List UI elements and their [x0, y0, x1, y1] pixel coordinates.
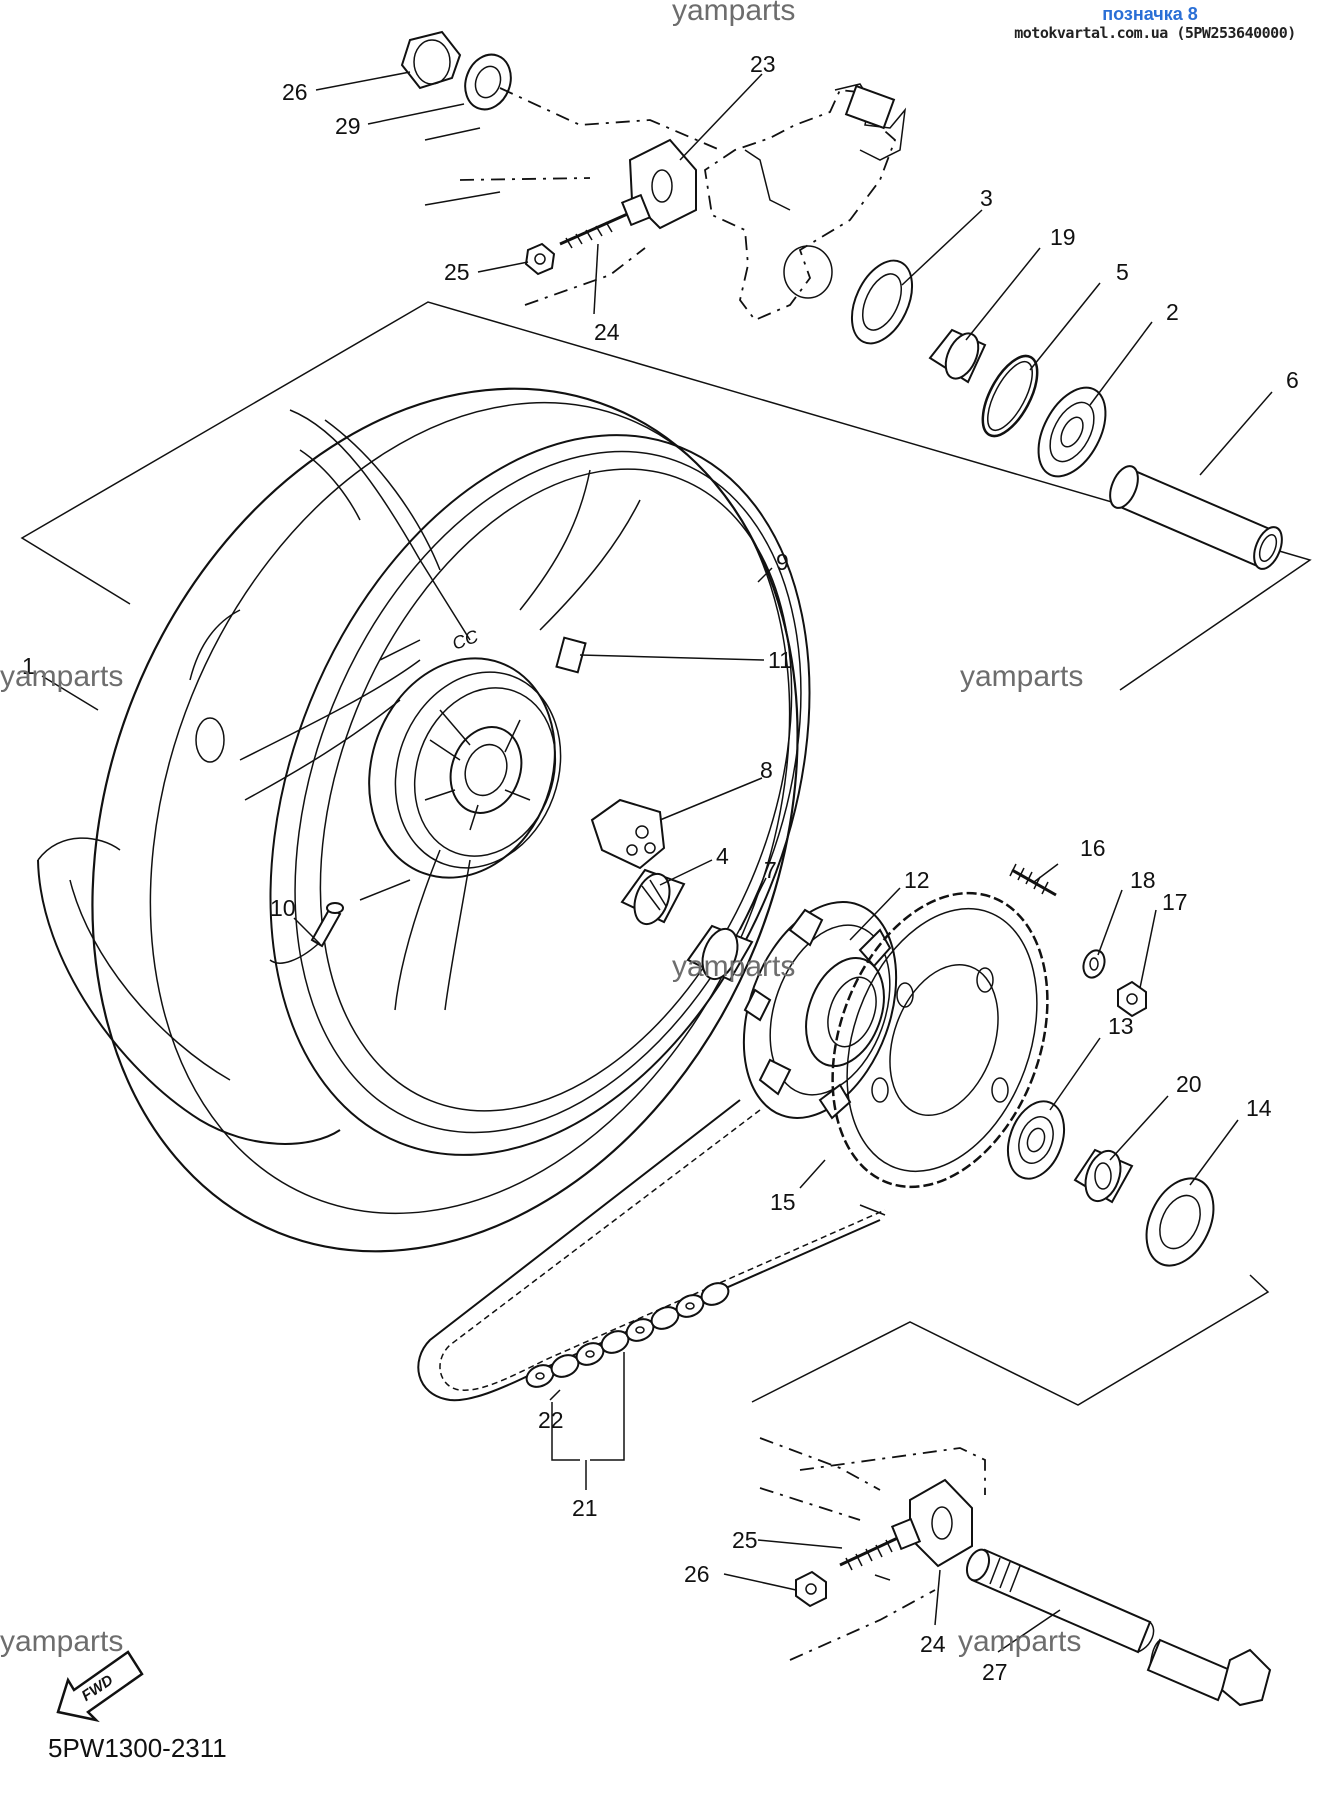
part-11-balance-weight: [555, 636, 587, 674]
part-22-chain-joint: [525, 1282, 730, 1388]
part-3-oil-seal: [850, 259, 914, 345]
callout-1: 1: [22, 653, 35, 679]
callout-2: 2: [1166, 299, 1179, 325]
part-25-bolt-lower: [839, 1517, 922, 1571]
callout-24: 24: [920, 1631, 946, 1657]
watermark: yamparts: [672, 950, 796, 983]
callout-13: 13: [1108, 1013, 1134, 1039]
wheel-marking: CC: [450, 626, 482, 654]
watermark: yamparts: [0, 660, 124, 693]
callout-3: 3: [980, 185, 993, 211]
callout-28: 26: [282, 79, 308, 105]
callout-25-lower: 25: [732, 1527, 758, 1553]
diagram-code: 5PW1300-2311: [48, 1733, 227, 1763]
part-26-nut-upper: [524, 242, 556, 276]
callout-12: 12: [904, 867, 930, 893]
part-13-bearing: [1006, 1100, 1066, 1180]
part-2-bearing: [1037, 386, 1107, 478]
page-title: позначка 8: [1102, 4, 1198, 24]
callout-4: 4: [716, 843, 729, 869]
part-6-spacer: [1109, 465, 1283, 570]
callout-10: 10: [270, 895, 296, 921]
callout-15: 15: [770, 1189, 796, 1215]
watermark: yamparts: [672, 0, 796, 27]
callout-26-upper: 25: [444, 259, 470, 285]
callout-11: 11: [768, 647, 792, 673]
part-24-adjuster: [759, 1437, 986, 1661]
callout-16: 16: [1080, 835, 1106, 861]
callout-25-upper: 24: [594, 319, 620, 345]
part-17-nut: [1117, 980, 1147, 1018]
callout-27: 27: [982, 1659, 1008, 1685]
callout-20: 20: [1176, 1071, 1202, 1097]
page-subtitle: motokvartal.com.ua (5PW253640000): [1014, 24, 1296, 42]
part-19-collar: [928, 328, 987, 384]
part-28-nut: [400, 30, 462, 90]
callout-labels: 26 29 23 25 24 3 19 5 2 6 9 1 11 8 4 10 …: [22, 51, 1299, 1685]
rear-wheel: CC: [37, 387, 811, 1253]
part-15-sprocket: [831, 891, 1049, 1189]
part-27-axle: [965, 1548, 1272, 1707]
part-5-circlip: [981, 354, 1039, 438]
part-26-nut-lower: [795, 1570, 827, 1608]
part-18-washer: [1082, 949, 1106, 979]
part-14-oil-seal: [1145, 1177, 1215, 1267]
callout-8: 8: [760, 757, 773, 783]
wheel-axis-frame: [20, 301, 1312, 691]
part-8-damper: [590, 798, 666, 870]
fwd-arrow: FWD: [56, 1650, 144, 1723]
part-12-sprocket-hub: [742, 901, 898, 1120]
callout-23: 23: [750, 51, 776, 77]
part-16-stud: [1009, 863, 1057, 897]
part-21-chain: [417, 1099, 886, 1402]
part-25-bolt-upper: [559, 193, 652, 249]
callout-9: 9: [776, 549, 789, 575]
callout-7: 7: [764, 857, 777, 883]
callout-21: 21: [572, 1495, 598, 1521]
part-23-adjuster: [424, 87, 721, 306]
part-7-collar: [686, 924, 754, 982]
callout-22: 22: [538, 1407, 564, 1433]
leader-lines: [41, 71, 1273, 1653]
watermark: yamparts: [960, 660, 1084, 693]
watermark: yamparts: [0, 1625, 124, 1658]
part-20-collar: [1073, 1148, 1134, 1204]
callout-17: 17: [1162, 889, 1188, 915]
callout-5: 5: [1116, 259, 1129, 285]
callout-26-lower: 26: [684, 1561, 710, 1587]
part-4-bearing: [620, 868, 686, 926]
part-29-washer: [464, 53, 512, 111]
callout-19: 19: [1050, 224, 1076, 250]
watermark: yamparts: [958, 1625, 1082, 1658]
callout-6: 6: [1286, 367, 1299, 393]
callout-14: 14: [1246, 1095, 1272, 1121]
caliper-bracket: [704, 83, 907, 322]
part-10-valve: [269, 902, 344, 964]
callout-29: 29: [335, 113, 361, 139]
axle-frame: [751, 1274, 1270, 1406]
callout-18: 18: [1130, 867, 1156, 893]
